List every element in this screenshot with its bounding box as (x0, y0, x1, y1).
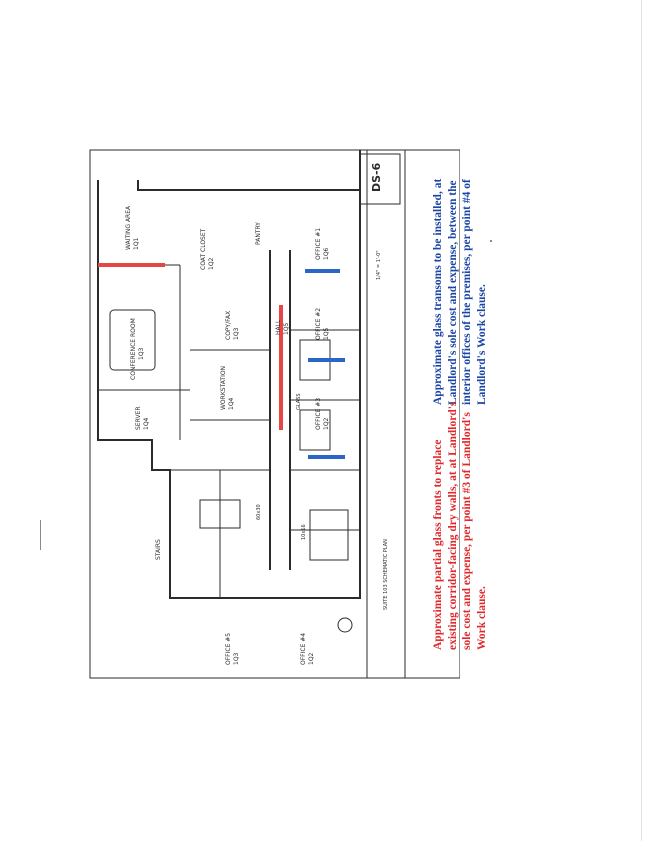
room-label: COPY/FAX (225, 311, 232, 340)
note-line: Work clause. (475, 586, 488, 650)
room-label: STAIRS (155, 539, 162, 560)
room-label: OFFICE #2 (315, 308, 322, 340)
conference-table (109, 309, 156, 371)
blue-transom-note: Approximate glass transoms to be install… (431, 179, 489, 405)
note-line: interior offices of the premises, per po… (461, 179, 473, 405)
room-number: 1Q2 (208, 257, 215, 270)
room-number: 1Q3 (138, 347, 145, 360)
room-number: 1Q5 (323, 327, 330, 340)
dimension-label: 10x16 (301, 524, 307, 540)
plan-scale: 1/4" = 1'-0" (376, 250, 382, 280)
sheet-border (89, 149, 460, 679)
scan-mark (40, 520, 41, 550)
room-number: 1Q1 (133, 237, 140, 250)
room-label: OFFICE #3 (315, 398, 322, 430)
note-line: Approximate partial glass fronts to repl… (432, 439, 444, 651)
scan-mark (490, 240, 492, 242)
room-label: CONFERENCE ROOM (130, 318, 137, 380)
floor-plan-drawing: DS-6 SUITE 103 SCHEMATIC PLAN 1/4" = 1'-… (89, 149, 460, 679)
room-label: WORKSTATION (220, 366, 227, 410)
note-line: sole cost and expense, per point #3 of L… (461, 412, 473, 650)
floor-plan: DS-6 SUITE 103 SCHEMATIC PLAN 1/4" = 1'-… (60, 140, 460, 700)
room-label: OFFICE #1 (315, 228, 322, 260)
north-wall (137, 180, 360, 191)
note-line: Landlord's sole cost and expense, betwee… (446, 180, 459, 405)
building-outline (97, 150, 361, 599)
note-line: Approximate glass transoms to be install… (432, 178, 444, 405)
room-number: 1Q4 (143, 417, 150, 430)
red-glass-front-note: Approximate partial glass fronts to repl… (431, 402, 489, 650)
north-arrow (337, 617, 353, 633)
room-number: 1Q6 (323, 247, 330, 260)
room-label: COAT CLOSET (200, 228, 207, 270)
room-label: WAITING AREA (125, 205, 132, 250)
annotation: GLASS (296, 393, 302, 410)
room-label: PANTRY (255, 222, 262, 245)
room-label: HALL (275, 319, 282, 335)
room-label: OFFICE #4 (300, 633, 307, 665)
room-label: SERVER (135, 406, 142, 430)
desk (299, 409, 331, 451)
room-number: 1Q3 (233, 652, 240, 665)
desk (309, 509, 349, 561)
note-line: existing corridor-facing dry walls, at a… (446, 401, 459, 650)
room-number: 1Q2 (308, 652, 315, 665)
room-number: 1Q2 (323, 417, 330, 430)
room-number: 1Q4 (228, 397, 235, 410)
note-line: Landlord's Work clause. (475, 284, 488, 405)
room-label: OFFICE #5 (225, 633, 232, 665)
dimension-label: 60x30 (256, 504, 262, 520)
plan-title: SUITE 103 SCHEMATIC PLAN (383, 539, 389, 610)
desk (199, 499, 241, 529)
room-number: 1Q5 (283, 322, 290, 335)
sheet-number: DS-6 (370, 162, 383, 192)
page-edge (641, 0, 642, 841)
room-number: 1Q3 (233, 327, 240, 340)
